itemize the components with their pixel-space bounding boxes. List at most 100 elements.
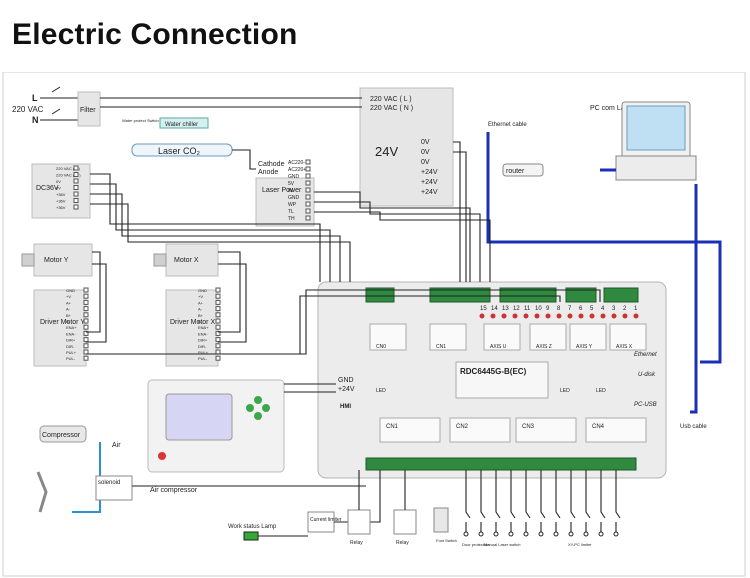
driver-y-pin-terminal — [83, 337, 89, 343]
controller-model: RDC6445G-B(EC) — [460, 367, 527, 376]
driver-y-pins: GND+VA+A-B+B-ENA+ENA-DIR+DIR-PUL+PUL- — [66, 287, 89, 361]
terminal-led — [501, 313, 507, 319]
psu-out-5: +24V — [421, 189, 438, 196]
relay-label: Relay — [396, 540, 409, 546]
bottom-connector-label: CN3 — [522, 424, 535, 430]
driver-y-pin-terminal — [83, 306, 89, 312]
air-tube — [72, 442, 101, 513]
limit-switch-icon — [600, 470, 606, 532]
laser-section: Water protect Switch Water chiller Laser… — [122, 117, 315, 227]
terminal-number: 5 — [590, 306, 594, 312]
usb-cable-label: Usb cable — [680, 424, 707, 430]
driver-x-label: Driver Motor X — [170, 319, 215, 326]
dc36-pin-6: +36V — [56, 205, 66, 210]
laser-power-pin-terminal — [305, 159, 311, 165]
laser-power-pin-terminal — [305, 215, 311, 221]
hmi-arrow-right-icon — [262, 404, 270, 412]
laser-head-icon — [36, 471, 48, 513]
driver-y-pin-terminal — [83, 287, 89, 293]
bottom-connector — [449, 417, 511, 443]
driver-x-pin-2: A+ — [198, 300, 204, 305]
relay-icon — [347, 509, 371, 535]
hmi-arrow-up-icon — [254, 396, 262, 404]
psu-24v: 220 VAC ( L ) 220 VAC ( N ) 24V 0V 0V 0V… — [100, 87, 454, 207]
psu-out-3: +24V — [421, 169, 438, 176]
terminal-led — [622, 313, 628, 319]
limit-switch-icon — [615, 470, 621, 532]
hmi-pin-24v: +24V — [338, 386, 355, 393]
axis-connector-label: CN1 — [436, 344, 446, 350]
terminal-led — [578, 313, 584, 319]
motor-x-shaft — [153, 253, 167, 267]
limit-switch-icon — [510, 470, 516, 532]
hmi-pin-gnd: GND — [338, 377, 354, 384]
hmi-arrow-down-icon — [254, 412, 262, 420]
switch-terminal — [463, 531, 469, 537]
manual-switch-label: Manual Laser switch — [484, 542, 520, 547]
switch-terminal — [553, 531, 559, 537]
laser-power-pin-6: WP — [288, 202, 297, 208]
driver-y-pin-0: GND — [66, 288, 75, 293]
driver-x-pin-5: B- — [198, 319, 203, 324]
limit-switch-icon — [585, 470, 591, 532]
switch-section: Foot Switch Door protection Manual Laser… — [433, 470, 621, 547]
driver-y-pin-terminal — [83, 349, 89, 355]
terminal-led — [490, 313, 496, 319]
dc36-pin-2: 0V — [56, 179, 61, 184]
driver-x-pin-0: GND — [198, 288, 207, 293]
driver-y-pin-terminal — [83, 343, 89, 349]
axis-connector-label: AXIS U — [490, 344, 507, 350]
psu-out-2: 0V — [421, 159, 430, 166]
limit-switch-icon — [555, 470, 561, 532]
terminal-led — [545, 313, 551, 319]
laser-power-pin-2: GND — [288, 174, 300, 180]
dc36-pin-terminal — [73, 178, 79, 184]
motor-x-label: Motor X — [174, 257, 199, 264]
bottom-terminal-strip — [365, 457, 637, 471]
port-udisk: U-disk — [638, 372, 656, 378]
switch-terminal — [478, 531, 484, 537]
mains-voltage-label: 220 VAC — [12, 105, 44, 114]
terminal-number: 1 — [634, 306, 638, 312]
air-system: Compressor Air solenoid Air compressor — [36, 425, 366, 513]
laser-power-pin-1: AC220+ — [288, 167, 306, 173]
bottom-connector-label: CN4 — [592, 424, 605, 430]
port-pcusb: PC-USB — [634, 402, 657, 408]
controller-lcd — [455, 361, 549, 399]
switch-terminal — [508, 531, 514, 537]
driver-y-box — [33, 289, 87, 367]
driver-y-pin-10: PUL+ — [66, 350, 77, 355]
terminal-led — [611, 313, 617, 319]
mains-input: L N 220 VAC Filter — [12, 86, 101, 127]
foot-switch-label: Foot Switch — [436, 538, 457, 543]
top-connectors — [365, 287, 639, 303]
limit-switch-icon — [495, 470, 501, 532]
limit-switch-icon — [525, 470, 531, 532]
limit-switch-icon — [570, 470, 576, 532]
dc36-pin-0: 220 VAC ( L ) — [56, 166, 80, 171]
psu-in-l: 220 VAC ( L ) — [370, 96, 412, 103]
laser-power-pin-terminal — [305, 201, 311, 207]
limiter-label: Current limiter — [310, 517, 342, 523]
axis-connector-label: AXIS Y — [576, 344, 593, 350]
top-connector — [499, 287, 557, 303]
ethernet-cable — [486, 132, 722, 364]
terminal-led — [523, 313, 529, 319]
hmi-screen — [165, 393, 233, 441]
compressor-label: Compressor — [42, 432, 81, 439]
hmi-panel: GND +24V HMI — [147, 377, 355, 473]
mains-n-label: N — [32, 115, 39, 125]
relay-label: Relay — [350, 540, 363, 546]
driver-x-pin-8: DIR+ — [198, 338, 208, 343]
dc36-pin-terminal — [73, 185, 79, 190]
driver-x-pin-terminal — [215, 293, 221, 299]
driver-x-pin-3: A- — [198, 307, 203, 312]
terminal-led — [479, 313, 485, 319]
laser-power-pin-5: GND — [288, 195, 300, 201]
led-label: LED — [596, 388, 606, 394]
